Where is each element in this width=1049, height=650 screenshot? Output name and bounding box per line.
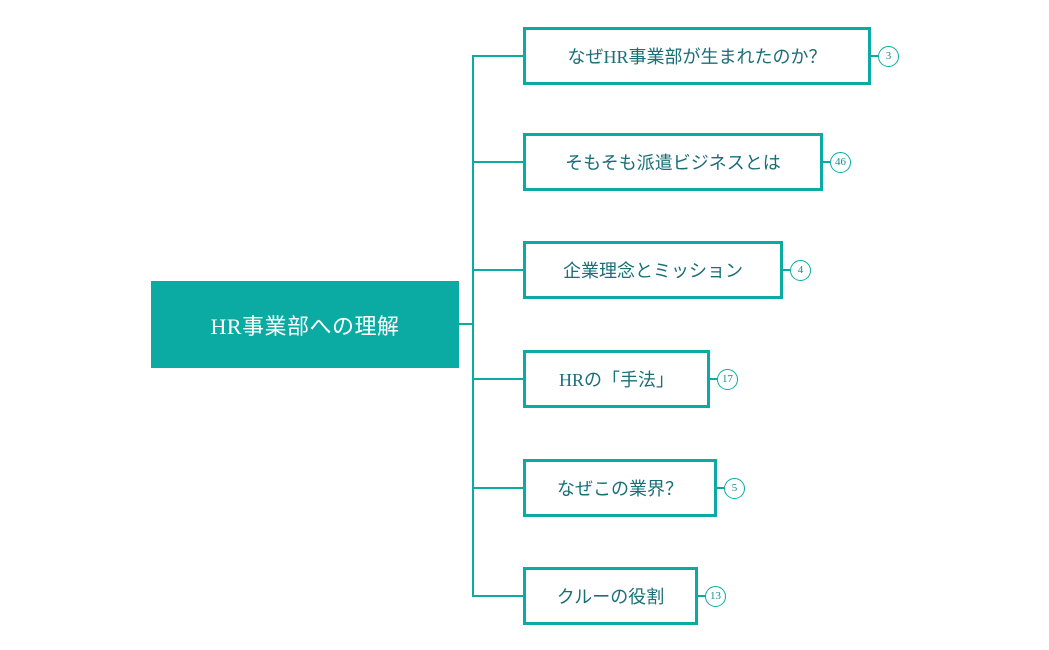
connector-line [473, 378, 523, 380]
root-node[interactable]: HR事業部への理解 [151, 281, 459, 368]
branch-node-label: なぜHR事業部が生まれたのか？ [567, 47, 827, 67]
root-connector-line [459, 323, 473, 325]
collapsed-children-badge[interactable]: 5 [724, 477, 745, 499]
branch-node-hr-methods[interactable]: HRの「手法」 [523, 350, 710, 408]
branch-row: クルーの役割 13 [473, 567, 726, 625]
branch-node-why-hr-division-born[interactable]: なぜHR事業部が生まれたのか？ [523, 27, 871, 85]
root-node-label: HR事業部への理解 [210, 313, 400, 339]
branch-row: そもそも派遣ビジネスとは 46 [473, 133, 851, 191]
branch-node-label: そもそも派遣ビジネスとは [565, 153, 781, 173]
collapsed-children-badge[interactable]: 4 [790, 259, 811, 281]
branch-node-philosophy-and-mission[interactable]: 企業理念とミッション [523, 241, 783, 299]
badge-connector-line [823, 161, 830, 163]
branch-node-label: 企業理念とミッション [563, 261, 743, 281]
badge-connector-line [710, 378, 717, 380]
branch-node-label: クルーの役割 [556, 587, 665, 607]
branch-row: HRの「手法」 17 [473, 350, 738, 408]
branch-row: なぜこの業界？ 5 [473, 459, 745, 517]
connector-line [473, 487, 523, 489]
branch-node-label: なぜこの業界？ [557, 479, 683, 499]
branch-node-why-this-industry[interactable]: なぜこの業界？ [523, 459, 717, 517]
branch-node-what-is-dispatch-business[interactable]: そもそも派遣ビジネスとは [523, 133, 823, 191]
branch-row: 企業理念とミッション 4 [473, 241, 811, 299]
branch-node-label: HRの「手法」 [558, 370, 674, 390]
branch-row: なぜHR事業部が生まれたのか？ 3 [473, 27, 899, 85]
collapsed-children-badge[interactable]: 13 [705, 585, 726, 607]
branch-node-crew-role[interactable]: クルーの役割 [523, 567, 698, 625]
collapsed-children-badge[interactable]: 46 [830, 151, 851, 173]
connector-line [473, 269, 523, 271]
badge-connector-line [698, 595, 705, 597]
connector-line [473, 55, 523, 57]
badge-connector-line [783, 269, 790, 271]
connector-line [473, 161, 523, 163]
connector-line [473, 595, 523, 597]
collapsed-children-badge[interactable]: 17 [717, 368, 738, 390]
trunk-connector-line [472, 55, 474, 597]
badge-connector-line [717, 487, 724, 489]
collapsed-children-badge[interactable]: 3 [878, 45, 899, 67]
badge-connector-line [871, 55, 878, 57]
